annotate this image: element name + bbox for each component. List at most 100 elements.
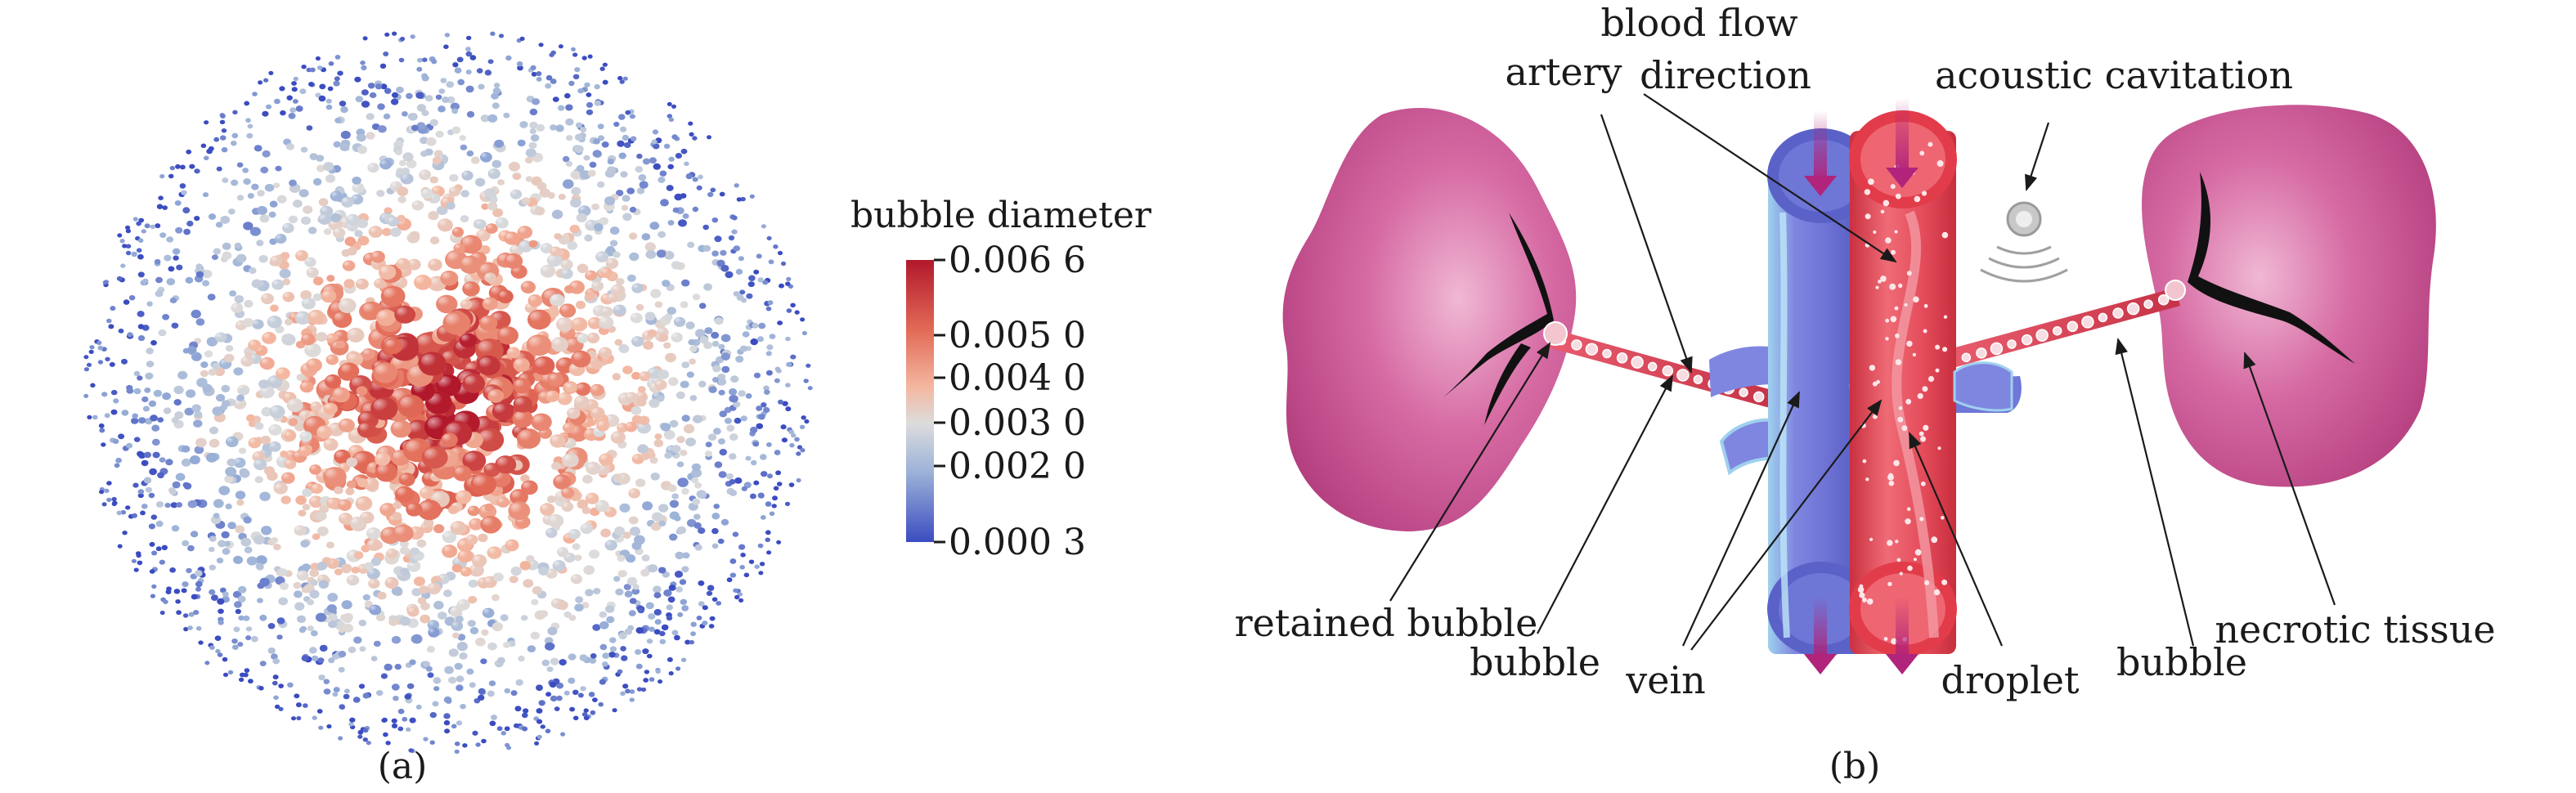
bubble [391,92,399,98]
bubble [569,706,576,712]
bubble [86,362,92,367]
bubble [567,241,578,250]
bubble-highlight [358,564,366,571]
bubble-highlight [482,517,494,527]
bubble [144,388,151,393]
bubble [155,501,164,508]
bubble [528,240,538,248]
bubble-highlight [388,217,395,223]
bubble [392,31,397,36]
bubble [155,276,163,284]
bubble [475,637,486,647]
bubble-highlight [588,334,595,340]
droplet-dot [1872,414,1878,419]
bubble [568,653,577,661]
bubble [288,418,298,426]
bubble [681,605,689,612]
capillary-bubble [2112,307,2124,319]
bubble-highlight [429,583,437,590]
capillary-right [1946,288,2180,368]
bubble [166,278,176,286]
bubble [393,696,399,701]
bubble [550,78,557,84]
bubble [222,591,229,598]
bubble [681,279,690,287]
bubble [686,371,694,379]
bubble [445,698,452,704]
bubble-highlight [599,454,608,461]
bubble [194,216,200,222]
bubble [476,68,483,74]
bubble [460,215,469,223]
tissue-left [1282,108,1577,532]
bubble [258,254,268,263]
bubble-highlight [276,235,283,240]
bubble [221,128,227,133]
bubble [600,528,611,538]
bubble [354,230,363,237]
bubble-highlight [541,266,550,273]
bubble [428,211,439,221]
bubble-highlight [510,245,519,252]
bubble [489,720,496,727]
bubble [195,586,201,592]
bubble [316,155,325,162]
bubble-highlight [283,293,290,298]
droplet-dot [1883,199,1890,207]
bubble [623,141,631,149]
bubble [210,594,218,601]
bubble [583,565,595,576]
bubble [171,322,179,329]
bubble [264,183,275,192]
bubble [748,275,756,281]
bubble [443,44,449,49]
bubble [328,620,338,629]
bubble [454,741,460,746]
bubble-highlight [268,376,278,383]
bubble [369,92,377,99]
bubble [301,65,307,69]
bubble [150,224,156,230]
bubble [291,716,296,721]
bubble [643,340,654,350]
bubble [733,401,741,408]
capillary-bubble [2143,299,2153,309]
bubble [427,672,434,679]
bubble-highlight [262,293,270,300]
bubble [151,438,160,446]
bubble [176,264,183,271]
bubble [765,537,770,543]
bubble [796,451,801,456]
bubble [691,463,702,472]
bubble [228,208,236,215]
bubble [692,136,698,141]
bubble-highlight [420,487,429,495]
bubble [131,251,137,258]
bubble [442,96,450,104]
droplet-dot [1898,283,1903,289]
vein-vessel [1709,128,1875,656]
bubble [753,269,760,275]
bubble [469,626,479,634]
bubble-highlight [587,463,596,470]
bubble [243,222,254,231]
bubble [658,504,669,513]
bubble [423,518,434,528]
bubble [175,599,181,604]
bubble [358,620,366,626]
bubble [255,555,267,565]
bubble-highlight [541,504,550,511]
bubble-highlight [261,358,270,365]
droplet-dot [1883,637,1888,641]
bubble [125,244,132,249]
bubble [384,87,392,94]
bubble [658,567,666,574]
droplet-dot [1895,193,1901,199]
bubble-highlight [455,244,461,249]
bubble [217,598,225,605]
bubble [680,148,688,155]
bubble [738,544,746,550]
bubble [716,601,722,606]
bubble [346,457,358,468]
bubble [680,657,687,662]
